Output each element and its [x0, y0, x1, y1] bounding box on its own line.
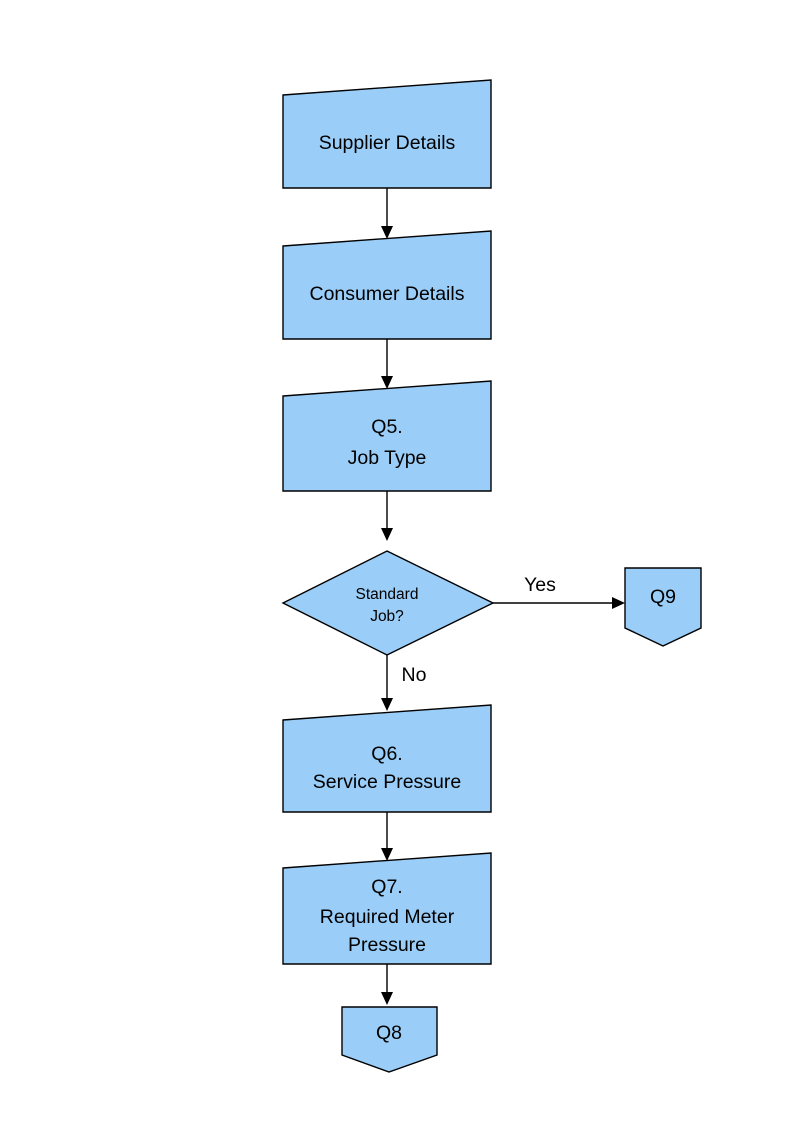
consumer-details-shape: [282, 230, 492, 340]
edge-label-no: No: [402, 664, 427, 686]
q6-service-pressure-label-line1: Q6.: [371, 743, 402, 765]
consumer-details-label: Consumer Details: [310, 283, 465, 305]
q9-connector-label: Q9: [650, 586, 676, 608]
q8-connector-shape: [341, 1006, 438, 1073]
supplier-details-label: Supplier Details: [319, 132, 456, 154]
node-q7-required-meter-pressure[interactable]: Q7. Required Meter Pressure: [282, 852, 492, 965]
node-standard-job-decision[interactable]: Standard Job?: [281, 550, 495, 656]
node-q5-job-type[interactable]: Q5. Job Type: [282, 380, 492, 492]
standard-job-decision-label-line2: Job?: [370, 608, 404, 625]
q8-connector-label: Q8: [376, 1022, 402, 1044]
node-consumer-details[interactable]: Consumer Details: [282, 230, 492, 340]
q6-service-pressure-shape: [282, 704, 492, 813]
edge-label-yes: Yes: [524, 574, 556, 596]
edge-decision-to-q6-arrowhead: [381, 698, 393, 711]
edge-consumer-to-q5-arrowhead: [381, 376, 393, 389]
edge-q6-to-q7: [381, 812, 393, 861]
q7-required-meter-pressure-label-line1: Q7.: [371, 876, 402, 898]
edge-supplier-to-consumer-arrowhead: [381, 226, 393, 239]
edge-decision-to-q9: Yes: [493, 574, 625, 609]
q5-job-type-label-line2: Job Type: [348, 447, 427, 469]
q7-required-meter-pressure-shape: [282, 852, 492, 965]
node-q6-service-pressure[interactable]: Q6. Service Pressure: [282, 704, 492, 813]
edge-decision-to-q9-arrowhead: [612, 597, 625, 609]
node-supplier-details[interactable]: Supplier Details: [282, 79, 492, 189]
q5-job-type-shape: [282, 380, 492, 492]
edge-q7-to-q8: [381, 964, 393, 1005]
edge-q5-to-decision: [381, 491, 393, 541]
supplier-details-shape: [282, 79, 492, 189]
q7-required-meter-pressure-label-line2: Required Meter: [320, 906, 455, 928]
edge-q7-to-q8-arrowhead: [381, 992, 393, 1005]
node-q9-connector[interactable]: Q9: [624, 567, 702, 647]
q7-required-meter-pressure-label-line3: Pressure: [348, 934, 426, 956]
edge-supplier-to-consumer: [381, 188, 393, 239]
q9-connector-shape: [624, 567, 702, 647]
edge-q6-to-q7-arrowhead: [381, 848, 393, 861]
edge-q5-to-decision-arrowhead: [381, 528, 393, 541]
edge-decision-to-q6: No: [381, 655, 427, 711]
standard-job-decision-label-line1: Standard: [356, 586, 419, 603]
q6-service-pressure-label-line2: Service Pressure: [313, 771, 461, 793]
q5-job-type-label-line1: Q5.: [371, 416, 402, 438]
edge-consumer-to-q5: [381, 339, 393, 389]
node-q8-connector[interactable]: Q8: [341, 1006, 438, 1073]
